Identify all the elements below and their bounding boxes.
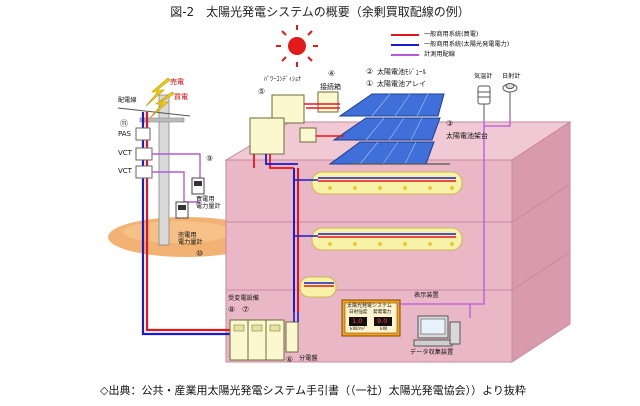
marker-6: ⑥ xyxy=(286,355,294,364)
vct-device-1 xyxy=(135,147,153,161)
pyranometer-icon xyxy=(502,83,518,116)
buy-arrow-icon xyxy=(149,91,175,119)
label-vct-2: VCT xyxy=(118,167,132,175)
thermometer-icon xyxy=(477,85,491,120)
floor-line-side-1 xyxy=(511,183,571,223)
marker-4: ④ xyxy=(328,69,336,78)
display-power-box xyxy=(374,317,392,326)
label-pv-mount: 太陽電池架台 xyxy=(446,132,488,140)
source-note: ◇出典：公共・産業用太陽光発電システム手引書（（一社）太陽光発電協会））より抜粋 xyxy=(100,384,526,397)
label-pv-module: 太陽電池ﾓｼﾞｭｰﾙ xyxy=(377,68,426,76)
display-irradiance-label: 日射強度 xyxy=(349,310,368,315)
pc-to-riser-pv xyxy=(265,154,298,165)
utility-pole xyxy=(158,94,170,246)
marker-1: ① xyxy=(366,79,374,88)
label-power-sell: 売電 xyxy=(170,78,184,86)
distribution-board xyxy=(285,321,299,353)
label-sale-meter: 売電用 電力量計 xyxy=(178,232,203,247)
label-power-buy: 買電 xyxy=(174,93,188,101)
legend-label-buy: 一般商用系統(買電) xyxy=(424,31,479,38)
vct-device-2 xyxy=(135,165,153,179)
label-purchase-meter: 買電用 電力量計 xyxy=(196,196,221,211)
marker-8: ⑧ xyxy=(228,305,236,314)
display-power-value: 9.0 xyxy=(377,317,388,325)
power-conditioner-2 xyxy=(249,117,285,155)
pv-dc-line xyxy=(304,103,344,137)
label-pv-array: 太陽電池アレイ xyxy=(377,80,426,88)
sun-icon xyxy=(276,25,318,67)
marker-5: ⑤ xyxy=(258,87,266,96)
substation xyxy=(229,319,285,361)
label-substation: 受変電設備 xyxy=(228,295,259,302)
label-vct-1: VCT xyxy=(118,149,132,157)
display-title: 太陽光発電システム xyxy=(347,303,392,309)
floor-line-side-2 xyxy=(511,251,571,291)
sale-meter-face xyxy=(178,205,186,210)
label-pas: PAS xyxy=(118,130,132,138)
ground-highlight xyxy=(123,221,233,243)
display-power-unit: kW xyxy=(380,327,388,332)
label-pyranometer: 日射計 xyxy=(502,73,521,80)
computer-icon xyxy=(413,315,461,347)
marker-11: ⑪ xyxy=(120,119,128,128)
diagram-title: 図-2 太陽光発電システムの概要（余剰買取配線の例） xyxy=(170,5,470,19)
pc-to-riser xyxy=(253,154,294,169)
display-irradiance-box xyxy=(349,317,367,326)
pv-array xyxy=(328,93,445,165)
marker-9: ⑨ xyxy=(206,154,214,163)
light-row-1 xyxy=(311,171,463,195)
marker-2: ② xyxy=(366,67,374,76)
pole-crossarm xyxy=(139,117,185,123)
label-thermometer: 気温計 xyxy=(474,73,493,80)
riser-to-board xyxy=(293,312,299,322)
marker-10: ⑩ xyxy=(196,249,204,258)
label-power-conditioner: ﾊﾟﾜｰｺﾝﾃﾞｨｼｮﾅ xyxy=(264,76,302,83)
legend-label-measure: 計測用配線 xyxy=(424,51,455,58)
incoming-pv-line xyxy=(141,112,230,336)
label-distribution-board: 分電盤 xyxy=(299,355,318,362)
building-side xyxy=(511,121,571,363)
measure-line-weather xyxy=(483,116,511,168)
label-junction-box: 接続箱 xyxy=(320,83,341,91)
sell-arrow-icon xyxy=(145,77,171,107)
label-display-device: 表示装置 xyxy=(414,292,439,299)
light-row-3 xyxy=(299,276,337,298)
display-irradiance-unit: kW/m² xyxy=(350,327,366,332)
display-irradiance-value: 1.0 xyxy=(352,317,363,325)
pas-device xyxy=(135,127,151,141)
junction-box-2 xyxy=(299,127,317,143)
purchase-meter-face xyxy=(194,181,202,186)
marker-3: ③ xyxy=(446,119,454,128)
junction-box xyxy=(317,91,339,113)
marker-7: ⑦ xyxy=(242,305,250,314)
measure-line-meters xyxy=(152,153,201,203)
light-row-2 xyxy=(311,227,463,251)
label-data-collector: データ収集装置 xyxy=(410,349,454,356)
legend-label-pv: 一般商用系統(太陽光発電電力) xyxy=(424,41,510,48)
measure-line-internal xyxy=(398,168,485,318)
incoming-buy-line xyxy=(145,112,230,332)
distribution-line-wire xyxy=(117,107,191,117)
display-power-label: 発電電力 xyxy=(373,310,392,315)
label-distribution-line: 配電線 xyxy=(118,97,137,104)
